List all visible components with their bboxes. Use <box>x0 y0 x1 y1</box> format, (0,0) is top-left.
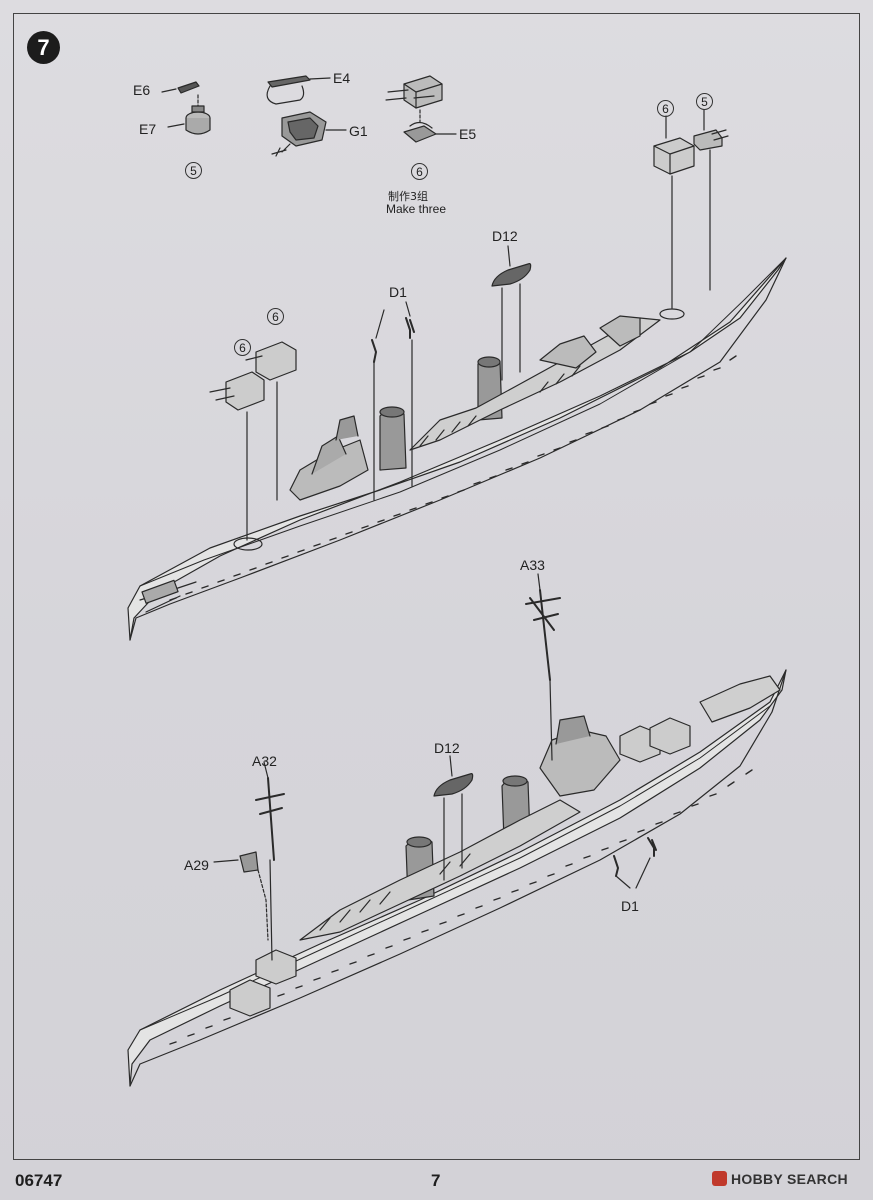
watermark-text: HOBBY SEARCH <box>731 1171 848 1187</box>
assembly-note-chinese: 制作3组 <box>388 190 428 203</box>
product-code: 06747 <box>15 1171 63 1190</box>
ship-hull-icon <box>127 245 787 641</box>
circled-ref-6-right: 6 <box>657 100 674 117</box>
part-label-e4: E4 <box>333 70 351 86</box>
watermark: HOBBY SEARCH <box>712 1171 848 1187</box>
circled-ref-6-bow-a: 6 <box>234 339 251 356</box>
page-frame <box>13 13 860 1160</box>
part-label-d12-top: D12 <box>492 228 518 244</box>
circled-ref-5: 5 <box>185 162 202 179</box>
part-label-e7: E7 <box>139 121 157 137</box>
part-label-d1-bottom: D1 <box>621 898 639 914</box>
part-label-d12-bottom: D12 <box>434 740 460 756</box>
part-label-d1-top: D1 <box>389 284 407 300</box>
part-label-e5: E5 <box>459 126 477 142</box>
circled-ref-6: 6 <box>411 163 428 180</box>
part-label-a29: A29 <box>184 857 209 873</box>
circled-ref-5-right: 5 <box>696 93 713 110</box>
part-label-a33: A33 <box>520 557 545 573</box>
ship-hull-icon <box>127 573 787 1087</box>
watermark-logo-icon <box>712 1171 727 1186</box>
searchlight-icon <box>161 81 211 135</box>
page-number: 7 <box>431 1171 441 1190</box>
part-label-e6: E6 <box>133 82 151 98</box>
director-platform-icon <box>266 75 347 157</box>
part-label-a32: A32 <box>252 753 277 769</box>
step-number-badge: 7 <box>27 31 60 64</box>
circled-ref-6-bow-b: 6 <box>267 308 284 325</box>
turret-icon <box>385 75 457 143</box>
part-label-g1: G1 <box>349 123 368 139</box>
turret-icon <box>653 109 729 309</box>
assembly-note-english: Make three <box>386 202 447 216</box>
